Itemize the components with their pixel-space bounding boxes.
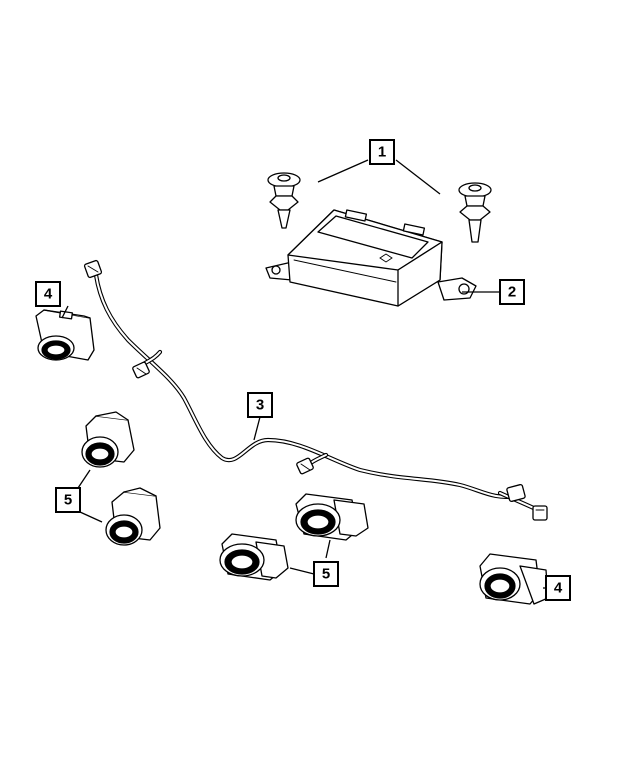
wiring-harness [93,272,545,515]
callout-2-label: 2 [508,284,516,301]
callout-5-left: 5 [55,487,81,513]
callout-4-bottom: 4 [545,575,571,601]
leader-lines [61,159,546,589]
callout-2: 2 [499,279,525,305]
push-pin-left [267,172,301,229]
callout-3-label: 3 [256,397,264,414]
callout-1: 1 [369,139,395,165]
callout-1-label: 1 [378,144,386,161]
harness-connector-mid [296,457,314,475]
callout-4-top: 4 [35,281,61,307]
sensor-center-right [295,493,369,541]
sensor-center-left [219,533,289,581]
harness-connector-mid-left [132,361,150,379]
callout-5-center: 5 [313,561,339,587]
sensor-left-upper [81,411,135,468]
park-assist-module [265,209,477,307]
callout-4-top-label: 4 [44,286,53,303]
callout-4-bottom-label: 4 [554,580,563,597]
callout-5-left-label: 5 [64,492,72,509]
callout-3: 3 [247,392,273,418]
sensor-bracket-bottom-right [479,553,549,605]
harness-connector-right [506,483,548,521]
push-pin-right [458,182,492,243]
sensor-left-lower [105,487,161,546]
harness-connector-top [83,259,103,279]
callout-5-center-label: 5 [322,566,330,583]
sensor-bracket-top-left [35,309,95,361]
